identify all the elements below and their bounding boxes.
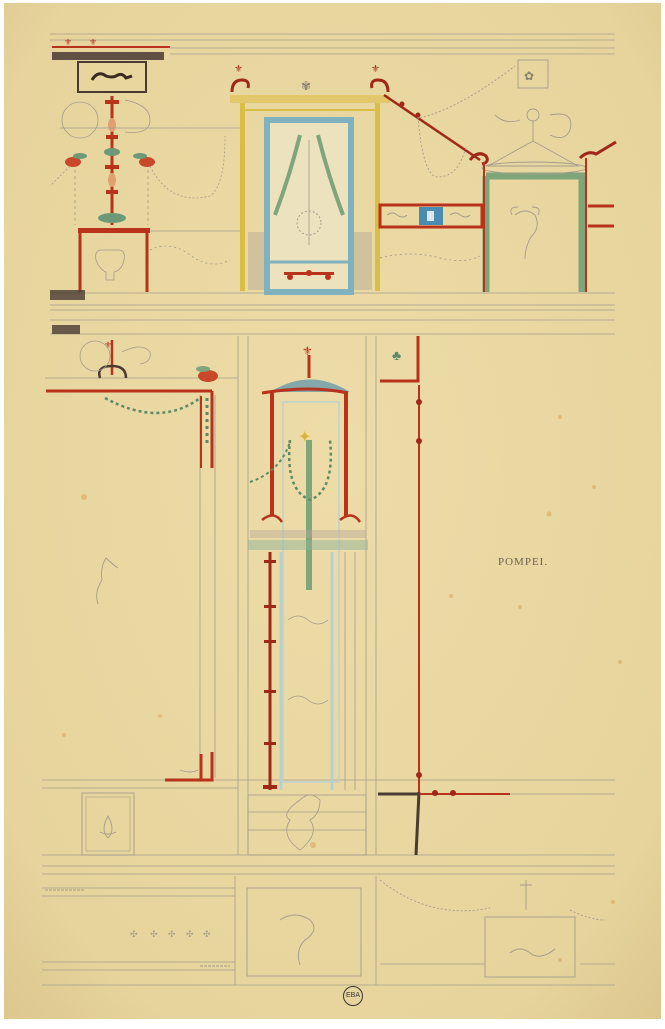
socle-frieze <box>45 879 606 978</box>
svg-text:⚜: ⚜ <box>64 37 72 47</box>
collection-stamp: EBA <box>343 986 363 1006</box>
svg-text:✣: ✣ <box>203 929 211 939</box>
middle-right-panel: ♣ <box>378 336 615 856</box>
svg-text:⚜: ⚜ <box>89 37 97 47</box>
svg-text:⚜: ⚜ <box>302 344 313 358</box>
svg-text:⚜: ⚜ <box>234 64 243 75</box>
foxing-spots <box>62 415 622 962</box>
svg-text:✦: ✦ <box>298 429 311 446</box>
svg-text:⚜: ⚜ <box>371 64 380 75</box>
svg-text:♣: ♣ <box>392 347 401 363</box>
central-pavilion: ⚜ ✦ <box>247 344 368 856</box>
svg-text:✣: ✣ <box>186 929 194 939</box>
svg-text:✣: ✣ <box>150 929 158 939</box>
middle-left-panel: ⚜ <box>46 340 218 856</box>
svg-text:✣: ✣ <box>168 929 176 939</box>
svg-text:✿: ✿ <box>524 69 534 83</box>
svg-text:⚜: ⚜ <box>104 340 112 350</box>
pompei-inscription: POMPEI. <box>498 556 549 568</box>
top-right-aedicula: ✿ <box>378 59 617 292</box>
svg-text:✣: ✣ <box>130 929 138 939</box>
top-left-candelabrum: ⚜ ⚜ <box>49 37 240 334</box>
socle-rosettes: ✣ ✣ ✣ ✣ ✣ <box>130 929 211 939</box>
top-center-aedicula: ⚜ ⚜ ✾ <box>230 64 390 295</box>
svg-text:✾: ✾ <box>301 79 311 93</box>
